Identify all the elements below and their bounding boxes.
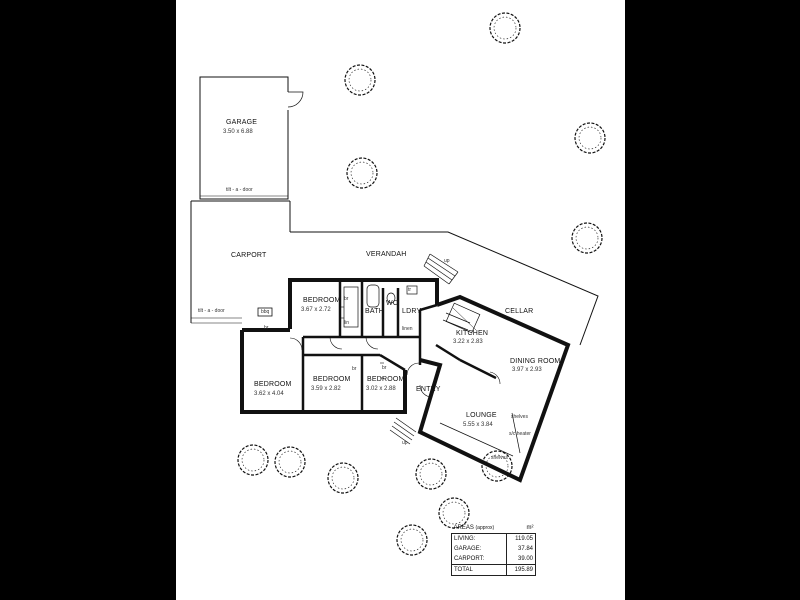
area-value: 119.05 [506,533,536,544]
entry-label: ENTRY [416,386,441,393]
areas-header: AREAS (approx) [452,523,507,534]
total-value: 195.89 [506,564,536,576]
house-walls [240,278,571,483]
total-row: TOTAL 195.89 [450,564,536,576]
area-label: CARPORT: [450,554,508,565]
trees [237,12,606,556]
garage-tilt-door: tilt - a - door [226,187,253,193]
verandah-label: VERANDAH [366,251,407,258]
bedroom-2-dims: 3.62 x 4.04 [254,391,284,397]
floor-plan-drawing [190,12,606,556]
carport-tilt-door: tilt - a - door [198,308,225,314]
tree-icon [415,458,447,490]
floor-plan-sheet: GARAGE 3.50 x 6.88 tilt - a - door CARPO… [176,0,625,600]
trough-label: tr [408,287,412,293]
bedroom-3-dims: 3.59 x 2.82 [311,386,341,392]
bedroom-1-label: BEDROOM [303,297,341,304]
tree-icon [344,64,376,96]
tree-icon [274,446,306,478]
verandah-up-label: up [444,258,450,264]
lounge-label: LOUNGE [466,412,497,419]
bedroom-4-label: BEDROOM [367,376,405,383]
areas-table: AREAS (approx) m² LIVING: 119.05 GARAGE:… [450,523,536,576]
lounge-dims: 5.55 x 3.84 [463,422,493,428]
heater-label: s/c heater [509,431,531,437]
tree-icon [237,444,269,476]
bbq-label: bbq [261,309,270,315]
kitchen-label: KITCHEN [456,330,489,337]
shelves-label: shelves [491,455,508,461]
br-label: br [352,366,357,372]
br-label: br [382,365,387,371]
linen-label: linen [402,326,413,332]
tree-icon [489,12,521,44]
tree-icon [346,157,378,189]
table-row: GARAGE: 37.84 [450,544,536,554]
garage-outline [199,76,304,200]
carport-label: CARPORT [231,252,267,259]
wc-label: WC [386,300,399,307]
bath-label: BATH [365,308,384,315]
carport-outline [190,200,291,324]
garage-label: GARAGE [226,119,258,126]
areas-header-label: AREAS [453,525,474,531]
shelves-label: shelves [511,414,528,420]
area-label: GARAGE: [450,544,508,554]
area-value: 37.84 [506,544,536,554]
dining-room-label: DINING ROOM [510,358,561,365]
table-row: LIVING: 119.05 [450,533,536,544]
lin-label: lin [344,320,350,326]
area-label: LIVING: [450,533,508,544]
bedroom-1-dims: 3.67 x 2.72 [301,307,331,313]
laundry-label: LDRY [402,308,422,315]
br-label: br [344,296,349,302]
fixture-marks [340,306,384,379]
tree-icon [574,122,606,154]
tree-icon [396,524,428,556]
area-value: 39.00 [506,554,536,565]
entry-up-label: up [402,440,408,446]
br-label: br [264,325,269,331]
bedroom-3-label: BEDROOM [313,376,351,383]
bedroom-2-label: BEDROOM [254,381,292,388]
verandah-outline [290,231,599,346]
tree-icon [571,222,603,254]
areas-header-note: (approx) [475,525,495,531]
dining-room-dims: 3.97 x 2.93 [512,367,542,373]
tree-icon [327,462,359,494]
kitchen-dims: 3.22 x 2.83 [453,339,483,345]
total-label: TOTAL [450,564,508,576]
areas-unit: m² [526,525,534,531]
bedroom-4-dims: 3.02 x 2.88 [366,386,396,392]
table-row: CARPORT: 39.00 [450,554,536,565]
cellar-label: CELLAR [505,308,534,315]
garage-dims: 3.50 x 6.88 [223,129,253,135]
